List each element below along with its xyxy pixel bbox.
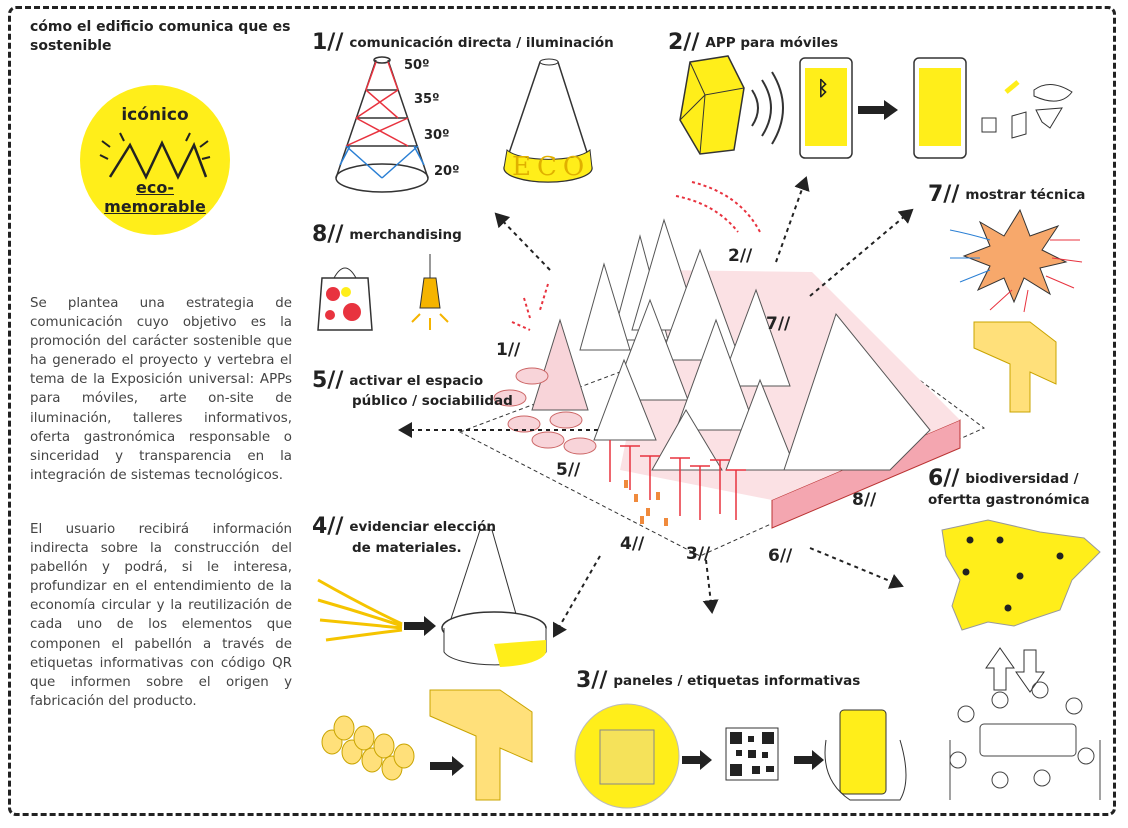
connector-arrows [398,176,914,638]
user-paragraph: El usuario recibirá información indirect… [30,522,292,709]
section-2-label: 2//APP para móviles [668,30,839,55]
section-8-label: 8//merchandising [312,222,462,247]
section-6-label: 6//biodiversidad / [928,466,1079,491]
triangulated-cone-illustration [335,56,429,193]
badge-line-memorable: memorable [104,197,206,216]
section-1-label: 1//comunicación directa / iluminación [312,30,614,55]
section-5-label-line2: público / sociabilidad [352,393,513,409]
section-5-label: 5//activar el espacio [312,368,484,393]
section-7-label: 7//mostrar técnica [928,182,1086,207]
section-6-label-line2: ofertta gastronómica [928,492,1090,508]
bluetooth-icon: ᛒ [817,76,829,100]
technical-star-illustration [949,208,1083,413]
iso-mark-6: 6// [768,546,793,566]
panels-illustration [574,703,907,809]
section-4-label-line2: de materiales. [352,540,462,556]
section-3-label: 3//paneles / etiquetas informativas [576,668,861,693]
iconic-badge: icónico eco- memorable [80,85,230,235]
intro-paragraph: Se plantea una estrategia de comunicació… [30,296,292,483]
merchandising-illustration [317,254,449,331]
eco-cone-illustration [503,58,593,183]
iso-mark-4: 4// [620,534,645,554]
beacon-and-phones-illustration [679,55,1073,159]
badge-line-eco: eco- [136,178,174,197]
angle-label-35: 35º [414,92,440,107]
pavilion-isometric-illustration [458,181,985,557]
iso-mark-7: 7// [766,314,791,334]
dashed-frame [8,6,1116,816]
iso-mark-3: 3// [686,544,711,564]
mountain-peaks-icon [99,132,211,180]
spain-map-icon [941,519,1101,800]
section-4-label: 4//evidenciar elección [312,514,496,539]
page-title: cómo el edificio comunica que es sosteni… [30,19,291,54]
angle-label-50: 50º [404,58,430,73]
eco-cone-text: ECO [512,152,591,182]
materials-illustration [317,529,547,801]
angle-label-20: 20º [434,164,460,179]
angle-label-30: 30º [424,128,450,143]
iso-mark-8: 8// [852,490,877,510]
qr-code-icon [725,727,779,781]
iso-mark-5: 5// [556,460,581,480]
iso-mark-1: 1// [496,340,521,360]
badge-line-iconic: icónico [121,105,189,125]
iso-mark-2: 2// [728,246,753,266]
